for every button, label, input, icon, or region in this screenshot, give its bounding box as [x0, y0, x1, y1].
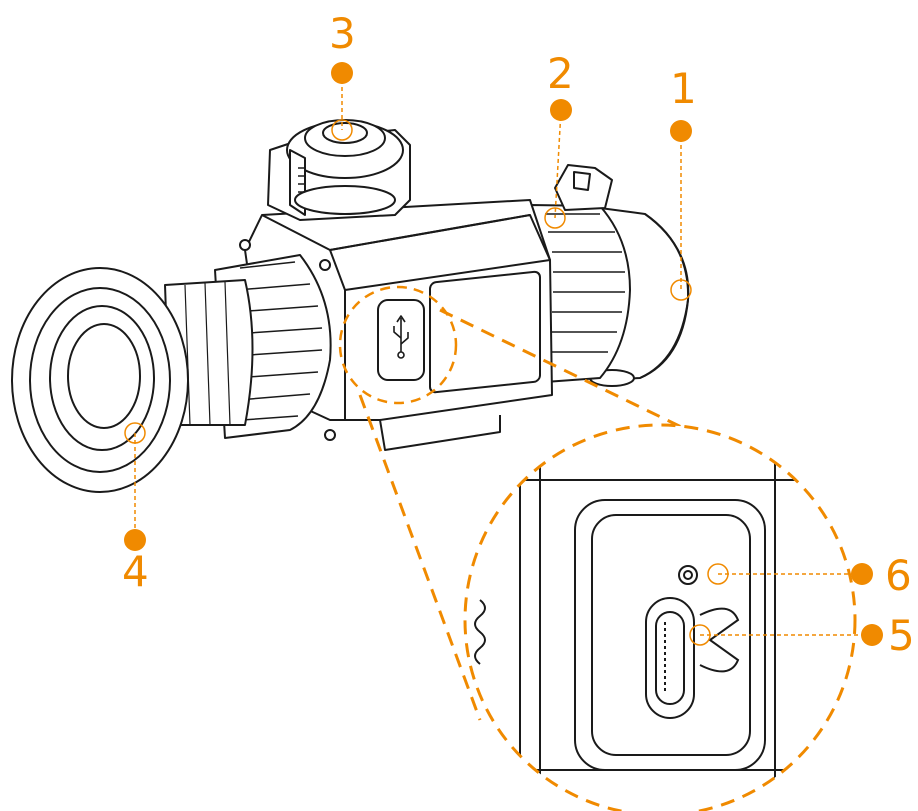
callout-numbers: 1 2 3 4 5 6 [122, 9, 915, 660]
device-illustration [11, 119, 690, 493]
callout-label-3: 3 [329, 9, 356, 58]
detail-source-circle [338, 285, 458, 405]
callout-label-6: 6 [885, 551, 912, 600]
usb-icon [393, 315, 409, 359]
zoom-detail-view [463, 423, 857, 811]
top-control-knob [267, 119, 411, 221]
focus-ring [529, 204, 631, 383]
callout-label-5: 5 [888, 611, 915, 660]
eyecup [11, 267, 189, 493]
usb-c-port [645, 597, 740, 719]
callout-label-4: 4 [122, 547, 149, 596]
usb-port-cover [377, 299, 425, 381]
callout-marks [124, 62, 883, 646]
callout-label-1: 1 [670, 64, 697, 113]
lens-cap-hinge [554, 164, 613, 211]
indicator-light [678, 565, 698, 585]
callout-label-2: 2 [547, 49, 574, 98]
